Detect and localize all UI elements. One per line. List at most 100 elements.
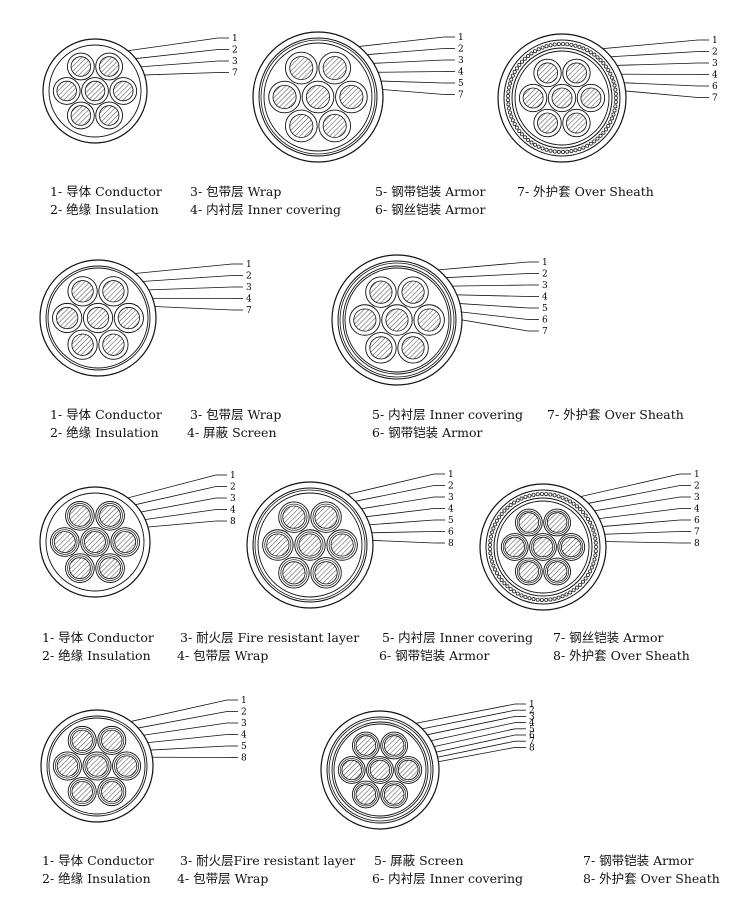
armor-wire: [517, 62, 522, 67]
callout-number: 6: [694, 516, 700, 526]
armor-wire: [614, 96, 619, 101]
armor-wire: [535, 597, 540, 602]
armor-wire: [497, 574, 502, 579]
armor-wire: [585, 143, 590, 148]
armor-wire: [512, 589, 517, 594]
armor-wire: [574, 504, 579, 509]
callout-number: 3: [529, 712, 535, 722]
legend-item: 2- 绝缘 Insulation: [42, 648, 151, 663]
callout-number: 1: [458, 33, 464, 43]
armor-wire: [508, 503, 513, 508]
callout-number: 6: [448, 528, 454, 538]
callout-number: 1: [542, 258, 548, 268]
armor-wire: [492, 567, 497, 572]
armor-wire: [520, 59, 525, 64]
armor-wire: [577, 44, 582, 49]
conductor: [298, 533, 322, 557]
conductor: [369, 280, 393, 304]
steel-tape-inner: [260, 39, 376, 155]
callout-number: 3: [241, 719, 247, 729]
armor-wire: [593, 540, 598, 545]
legend-item: 4- 包带层 Wrap: [177, 648, 269, 663]
armor-wire: [544, 147, 549, 152]
callout-number: 5: [542, 304, 548, 314]
conductor: [566, 62, 587, 84]
armor-wire: [531, 492, 536, 497]
armor-wire: [593, 553, 598, 558]
armor-wire: [585, 48, 590, 53]
conductor: [355, 784, 377, 805]
armor-wire: [592, 139, 597, 144]
armor-wire: [505, 505, 510, 510]
legend-item: 2- 绝缘 Insulation: [50, 425, 159, 440]
armor-wire: [548, 43, 553, 48]
armor-wire: [544, 44, 549, 49]
armor-wire: [593, 549, 598, 554]
legend-item: 6- 钢带铠装 Armor: [379, 648, 490, 663]
armor-wire: [506, 93, 511, 98]
callout-number: 5: [458, 79, 464, 89]
callout-number: 2: [241, 708, 247, 718]
armor-wire: [489, 555, 494, 560]
armor-wire: [608, 120, 613, 125]
armor-wire: [506, 89, 511, 94]
armor-wire: [497, 515, 502, 520]
armor-wire: [526, 53, 531, 58]
armor-wire: [601, 61, 606, 66]
conductor: [86, 306, 110, 330]
armor-wire: [519, 496, 524, 501]
callout-leader: [114, 474, 217, 502]
conductor: [56, 80, 77, 102]
armor-wire: [533, 49, 538, 54]
armor-wire: [578, 507, 583, 512]
armor-wire: [514, 125, 519, 130]
conductor: [522, 87, 544, 109]
legend-item: 1- 导体 Conductor: [42, 853, 154, 868]
armor-wire: [573, 43, 578, 48]
conductor: [282, 561, 306, 585]
conductor: [98, 56, 120, 77]
conductor: [56, 306, 79, 330]
conductor: [69, 557, 91, 580]
callout-number: 1: [448, 470, 454, 480]
armor-wire: [611, 112, 616, 117]
legend-item: 3- 耐火层 Fire resistant layer: [180, 630, 360, 645]
callout-number: 5: [448, 516, 454, 526]
conductor: [69, 504, 91, 527]
steel-tape-inner: [328, 718, 432, 822]
callout-number: 7: [458, 91, 464, 101]
armor-wire: [583, 513, 588, 518]
armor-wire: [603, 64, 608, 69]
conductor: [561, 536, 582, 558]
callout-number: 2: [458, 45, 464, 55]
armor-wire: [506, 98, 511, 103]
conductor: [383, 784, 405, 805]
armor-wire: [519, 593, 524, 598]
armor-wire: [490, 530, 495, 535]
armor-wire: [591, 561, 596, 566]
armor-wire: [505, 584, 510, 589]
armor-wire: [494, 518, 499, 523]
wrap-layer: [45, 492, 145, 592]
callout-number: 1: [712, 36, 718, 46]
armor-wire: [533, 142, 538, 147]
armor-wire: [581, 145, 586, 150]
callout-number: 5: [529, 725, 535, 735]
callout-leader: [118, 263, 233, 276]
armor-wire: [560, 495, 565, 500]
legend-item: 1- 导体 Conductor: [42, 630, 154, 645]
armor-wire: [539, 492, 544, 497]
wrap-layer: [344, 267, 450, 373]
callout-number: 2: [230, 483, 236, 493]
callout-number: 1: [694, 470, 700, 480]
callout-number: 7: [694, 528, 700, 538]
conductor: [113, 80, 134, 102]
conductor: [102, 280, 125, 303]
armor-wire: [592, 52, 597, 57]
conductor: [101, 780, 123, 803]
callout-number: 1: [230, 471, 236, 481]
